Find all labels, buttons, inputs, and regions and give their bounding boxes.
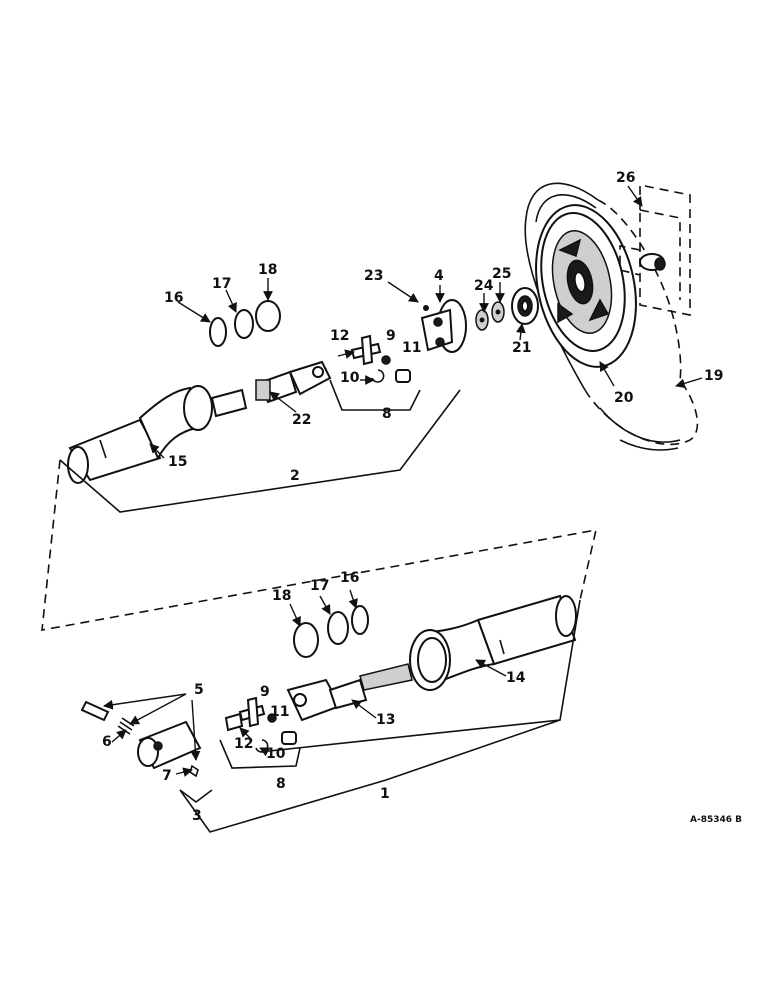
callout-1: 1 [380,786,390,802]
lower-cross-kit [224,696,297,753]
upper-shield [67,385,213,484]
callout-23: 23 [364,268,383,284]
callout-11-lower: 11 [270,704,289,720]
callout-12-lower: 12 [234,736,253,752]
callout-25: 25 [492,266,511,282]
callout-8-lower: 8 [276,776,286,792]
callout-labels: 1 2 3 4 5 6 7 8 8 9 9 10 10 11 11 12 12 … [102,170,742,825]
callout-13: 13 [376,712,395,728]
lower-group-bracket-b [179,719,561,833]
callout-26: 26 [616,170,635,186]
callout-11-upper: 11 [402,340,421,356]
callout-24: 24 [474,278,494,294]
lower-cross-bracket [219,739,301,769]
upper-cross-bracket [329,379,421,411]
callout-8-upper: 8 [382,406,392,422]
pulley [535,204,637,368]
callout-15: 15 [168,454,187,470]
callout-20: 20 [614,390,634,406]
callout-10-lower: 10 [266,746,286,762]
drawing-number: A-85346 B [690,815,742,825]
callout-17-upper: 17 [212,276,231,292]
callout-9-lower: 9 [260,684,270,700]
upper-inner-yoke [210,360,332,418]
callout-22: 22 [292,412,311,428]
callout-7: 7 [162,768,172,784]
leader-arrows [103,185,703,777]
upper-snap-rings [209,300,281,347]
lower-snap-rings [293,605,369,658]
spacer-washers [475,301,505,331]
mounting-bracket [619,184,691,316]
callout-5: 5 [194,682,204,698]
flange-yoke [420,299,467,353]
assembly-connector [41,459,598,631]
end-yoke-bracket [179,789,213,803]
upper-group-bracket [59,389,461,513]
callout-12-upper: 12 [330,328,349,344]
callout-10-upper: 10 [340,370,360,386]
callout-4: 4 [434,268,444,284]
lower-shield [409,594,577,691]
callout-18-lower: 18 [272,588,291,604]
bearing [511,287,539,325]
callout-18-upper: 18 [258,262,277,278]
lower-inner-yoke [286,663,413,722]
callout-2: 2 [290,468,300,484]
callout-16-lower: 16 [340,570,359,586]
callout-9-upper: 9 [386,328,396,344]
end-yoke [80,700,202,778]
callout-14: 14 [506,670,526,686]
callout-19: 19 [704,368,723,384]
callout-3: 3 [192,808,202,824]
callout-21: 21 [512,340,531,356]
callout-6: 6 [102,734,112,750]
callout-16-upper: 16 [164,290,183,306]
callout-17-lower: 17 [310,578,329,594]
